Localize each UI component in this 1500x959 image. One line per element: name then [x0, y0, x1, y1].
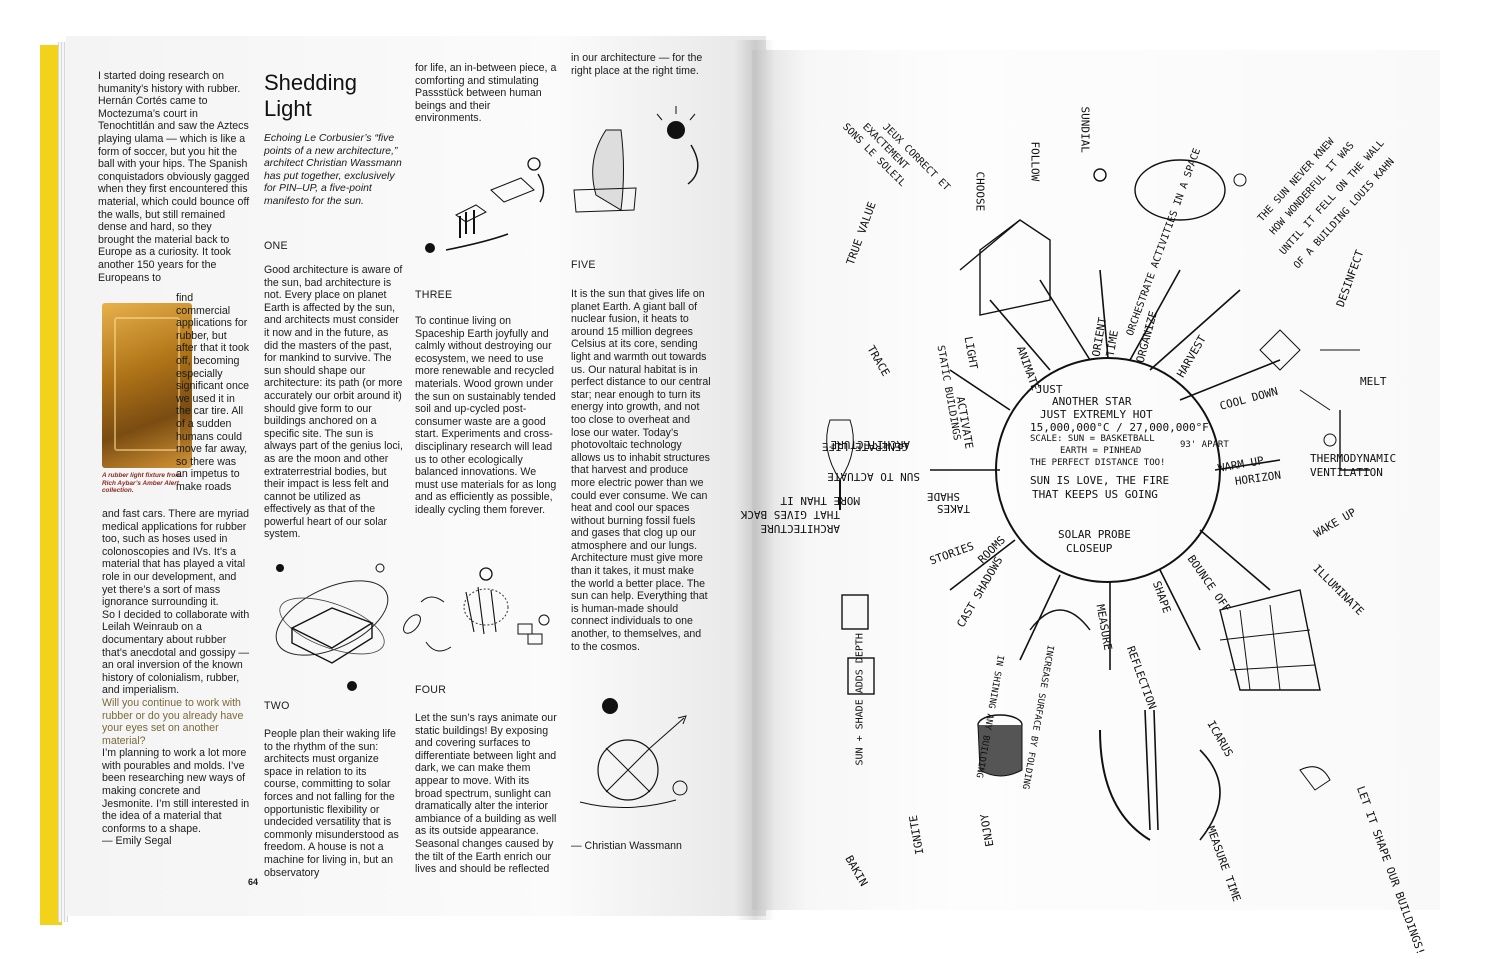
drawing-word: FOLLOW	[1028, 141, 1042, 182]
center-text: SCALE: SUN = BASKETBALL	[1030, 434, 1155, 444]
drawing-word: THERMODYNAMIC	[1310, 452, 1397, 465]
center-text: JUST	[1036, 383, 1063, 396]
section-two-body: People plan their waking life to the rhy…	[264, 728, 399, 879]
drawing-word: MELT	[1360, 375, 1387, 388]
section-heading-five: FIVE	[571, 259, 596, 271]
drawing-word: TAKES	[936, 502, 970, 515]
section-heading-four: FOUR	[415, 684, 447, 696]
section-heading-two: TWO	[264, 700, 290, 712]
paragraph: I started doing research on humanity’s h…	[98, 70, 250, 284]
center-text: JUST EXTREMLY HOT	[1040, 408, 1153, 421]
paragraph: and fast cars. There are myriad medical …	[102, 508, 250, 609]
paragraph: So I decided to collaborate with Leilah …	[102, 608, 250, 697]
section-heading-one: ONE	[264, 240, 288, 252]
drawing-word: SUN + SHADE ADDS DEPTH	[854, 633, 866, 766]
drawing-word: ARCHITECTURE	[830, 438, 910, 451]
article-signature: — Christian Wassmann	[571, 840, 682, 852]
page-number: 64	[248, 877, 259, 887]
sketch-sun-seat	[573, 106, 699, 213]
sketch-tree-cycle	[403, 567, 550, 652]
drawing-word: SUN TO ACTUATE	[827, 470, 920, 483]
interview-column-wrap: find commercial applications for rubber,…	[176, 292, 250, 494]
center-text: THE PERFECT DISTANCE TOO!	[1030, 458, 1166, 468]
interview-column-top: I started doing research on humanity’s h…	[98, 70, 250, 284]
sketch-people-sun	[425, 157, 545, 253]
drawing-word: MORE THAN IT	[780, 494, 860, 507]
section-three-body: To continue living on Spaceship Earth jo…	[415, 315, 557, 516]
right-page	[752, 50, 1440, 910]
photo-caption: A rubber light fixture from Rich Aybar’s…	[102, 472, 181, 495]
section-two-continued: for life, an in-between piece, a comfort…	[415, 62, 557, 125]
paragraph: I’m planning to work a lot more with pou…	[102, 747, 250, 835]
section-heading-three: THREE	[415, 289, 453, 301]
sketch-globe-sun	[579, 698, 688, 808]
center-text: ANOTHER STAR	[1052, 395, 1132, 408]
interview-question: Will you continue to work with rubber or…	[102, 696, 244, 747]
page-stack-edge	[58, 42, 68, 922]
center-text: 93' APART	[1180, 440, 1229, 450]
article-intro: Echoing Le Corbusier’s “five points of a…	[264, 133, 402, 207]
drawing-word: THAT GIVES BACK	[740, 508, 840, 521]
paragraph: find commercial applications for rubber,…	[176, 292, 250, 493]
sketch-sun-path-house	[275, 563, 389, 691]
spine-gutter	[735, 40, 775, 920]
section-five-body: It is the sun that gives life on planet …	[571, 288, 711, 653]
center-text: SUN IS LOVE, THE FIRE	[1030, 474, 1170, 487]
drawing-word: SUNDIAL	[1078, 106, 1092, 153]
center-text: THAT KEEPS US GOING	[1032, 488, 1158, 501]
byline: — Emily Segal	[102, 835, 172, 848]
center-text: CLOSEUP	[1066, 542, 1113, 555]
yellow-cover-edge	[40, 45, 62, 925]
interview-column-bottom: and fast cars. There are myriad medical …	[102, 508, 250, 848]
left-page	[66, 36, 766, 916]
article-title: Shedding Light	[264, 70, 357, 121]
drawing-word: VENTILATION	[1310, 466, 1383, 479]
section-one-body: Good architecture is aware of the sun, b…	[264, 264, 403, 541]
drawing-word: CHOOSE	[973, 171, 987, 212]
center-text: 15,000,000°C / 27,000,000°F	[1030, 421, 1209, 434]
rubber-light-fixture-photo	[102, 303, 192, 468]
center-text: EARTH = PINHEAD	[1060, 446, 1142, 456]
sun-diagram-drawing	[826, 159, 1370, 841]
center-text: SOLAR PROBE	[1058, 528, 1131, 541]
section-four-continued: in our architecture — for the right plac…	[571, 52, 703, 77]
section-four-body: Let the sun’s rays animate our static bu…	[415, 712, 557, 876]
drawing-word: ARCHITECTURE	[760, 522, 840, 535]
